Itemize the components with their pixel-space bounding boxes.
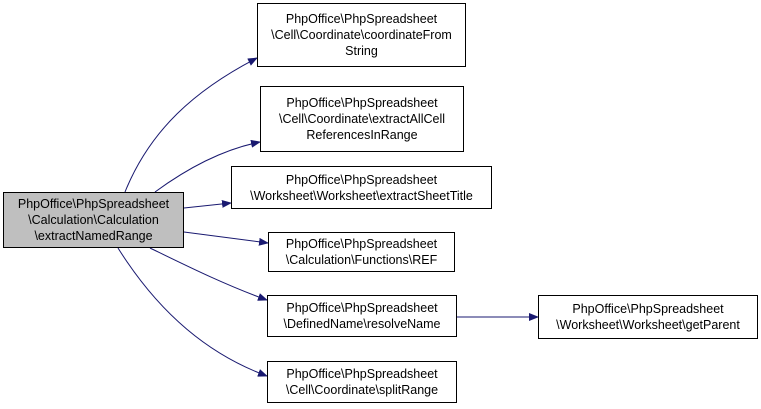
node-line: PhpOffice\PhpSpreadsheet [286,367,438,381]
node-line: \Cell\Coordinate\extractAllCell [278,112,446,126]
node-extract-sheet-title[interactable]: PhpOffice\PhpSpreadsheet \Worksheet\Work… [231,166,492,209]
node-line: PhpOffice\PhpSpreadsheet [572,302,724,316]
node-extract-all-cell-references-in-range[interactable]: PhpOffice\PhpSpreadsheet \Cell\Coordinat… [260,86,464,152]
edge-to-coordinatefromstring [124,57,258,193]
node-line: \extractNamedRange [34,229,153,243]
edge-to-resolvename [149,247,268,301]
edge-to-splitrange [117,247,268,377]
node-line: \DefinedName\resolveName [283,317,441,331]
edge-to-extractsheettitle [183,199,232,209]
node-line: String [345,44,378,58]
node-line: PhpOffice\PhpSpreadsheet [286,96,438,110]
edge-to-extractallcellreferencesinrange [154,139,261,193]
node-get-parent[interactable]: PhpOffice\PhpSpreadsheet \Worksheet\Work… [538,295,758,339]
node-line: PhpOffice\PhpSpreadsheet [17,197,170,211]
node-extract-named-range: PhpOffice\PhpSpreadsheet \Calculation\Ca… [3,192,184,248]
node-line: PhpOffice\PhpSpreadsheet [286,301,438,315]
node-functions-ref[interactable]: PhpOffice\PhpSpreadsheet \Calculation\Fu… [268,232,455,272]
node-line: \Worksheet\Worksheet\extractSheetTitle [250,188,473,203]
node-line: \Cell\Coordinate\splitRange [285,383,439,397]
node-line: ReferencesInRange [306,128,418,142]
node-line: \Cell\Coordinate\coordinateFrom [271,28,452,42]
node-line: PhpOffice\PhpSpreadsheet [285,12,438,26]
node-coordinate-from-string[interactable]: PhpOffice\PhpSpreadsheet \Cell\Coordinat… [257,3,466,67]
node-line: \Calculation\Functions\REF [285,253,438,267]
node-resolve-name[interactable]: PhpOffice\PhpSpreadsheet \DefinedName\re… [267,295,457,337]
node-line: PhpOffice\PhpSpreadsheet [285,237,438,251]
node-line: \Worksheet\Worksheet\getParent [556,318,740,332]
edge-to-ref [183,231,269,246]
node-split-range[interactable]: PhpOffice\PhpSpreadsheet \Cell\Coordinat… [267,361,457,403]
node-line: PhpOffice\PhpSpreadsheet [285,172,438,187]
node-line: \Calculation\Calculation [28,213,159,227]
